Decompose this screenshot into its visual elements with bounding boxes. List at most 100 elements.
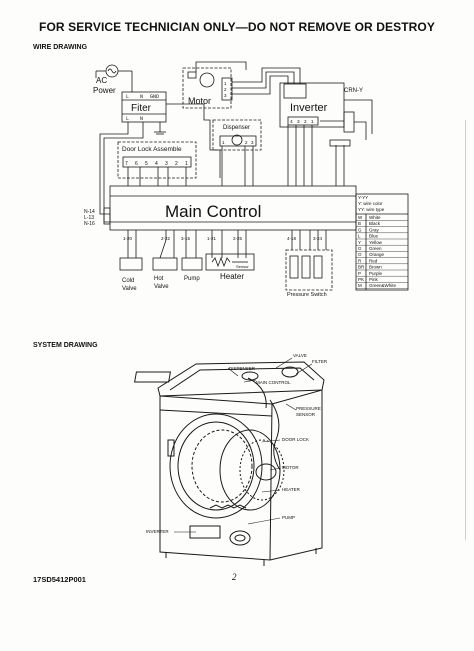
- door-lock-pin-6: 6: [135, 161, 138, 167]
- dispenser-pin-3: 3: [251, 140, 254, 145]
- bottom-tags: 1-20 2-22 3-15 1-21 2-25 4-18 3-24: [123, 236, 323, 241]
- sensor-label: Sensor: [236, 264, 249, 269]
- legend-color-8: Brown: [369, 265, 382, 270]
- legend-color-0: White: [369, 215, 381, 220]
- pressure-switch-block: Pressure Switch: [285, 249, 333, 298]
- legend-color-6: Orange: [369, 252, 385, 257]
- mc-left-tag-3: N-16: [84, 221, 95, 227]
- legend-color-1: Black: [369, 221, 381, 226]
- motor-pin-1: 1: [224, 81, 227, 86]
- legend-code-9: P: [358, 271, 361, 276]
- door-lock-block: Door Lock Assemble 7 6 5 4 3 2 1: [117, 141, 197, 179]
- cold-valve-label-2: Valve: [122, 286, 137, 292]
- legend-color-10: Pink: [369, 277, 379, 282]
- inverter-connector-label: CRN-Y: [344, 88, 363, 94]
- system-drawing-heading: SYSTEM DRAWING: [33, 342, 98, 349]
- cold-valve-block: Cold Valve: [119, 257, 143, 292]
- page-number: 2: [232, 572, 237, 582]
- bottom-tag-1: 1-20: [123, 236, 133, 241]
- filter-label: Fiter: [131, 103, 152, 114]
- door-lock-pin-7: 7: [125, 161, 128, 167]
- hot-valve-block: Hot Valve: [152, 257, 178, 290]
- callout-lines: [174, 357, 313, 533]
- legend-code-0: W: [358, 215, 363, 220]
- callout-dispenser: DISPENSER: [229, 366, 256, 371]
- legend-header-3: YY: wire type: [358, 207, 385, 212]
- dispenser-block: Dispenser 1 2 3: [212, 119, 262, 151]
- legend-color-9: Purple: [369, 271, 383, 276]
- callout-heater: HEATER: [282, 487, 301, 492]
- ac-power-label-1: AC: [96, 76, 107, 85]
- legend-header-2: Y: wire color: [358, 201, 383, 206]
- legend-color-4: Yellow: [369, 240, 383, 245]
- inverter-label: Inverter: [290, 102, 328, 114]
- bottom-tag-5: 2-25: [233, 236, 243, 241]
- inverter-block: Inverter CRN-Y 4 3 2 1: [279, 82, 363, 133]
- power-wires: [99, 103, 351, 223]
- mc-left-tag-2: L-13: [84, 215, 94, 221]
- filter-terminal-gnd: GND: [150, 94, 159, 100]
- door-lock-pin-2: 2: [175, 161, 178, 167]
- main-control-block: Main Control N-14 L-13 N-16: [84, 185, 357, 231]
- callout-pump: PUMP: [282, 515, 295, 520]
- bottom-tag-6: 4-18: [287, 236, 297, 241]
- filter-out-l: L: [126, 116, 129, 122]
- motor-pin-3: 3: [224, 93, 227, 98]
- legend-color-3: Blue: [369, 234, 379, 239]
- legend-code-10: PK: [358, 277, 364, 282]
- legend-code-7: R: [358, 258, 362, 263]
- callout-main-control: MAIN CONTROL: [256, 380, 291, 385]
- dispenser-label: Dispenser: [223, 125, 250, 131]
- heater-label: Heater: [220, 272, 244, 281]
- pump-label: Pump: [184, 276, 200, 282]
- legend-header-1: Y-YY: [358, 195, 368, 200]
- page-title: FOR SERVICE TECHNICIAN ONLY—DO NOT REMOV…: [39, 20, 435, 34]
- bottom-load-wires: [127, 230, 327, 259]
- inverter-term-4: 4: [290, 119, 293, 125]
- motor-label: Motor: [188, 96, 211, 106]
- legend-code-4: Y: [358, 240, 361, 245]
- bottom-tag-2: 2-22: [161, 236, 171, 241]
- legend-code-11: M: [358, 283, 362, 288]
- filter-out-n: N: [140, 116, 143, 122]
- legend-code-2: G: [358, 227, 362, 232]
- callout-labels: VALVE FILTER DISPENSER MAIN CONTROL PRES…: [146, 353, 328, 534]
- document-code: 17SD5412P001: [33, 575, 86, 584]
- bottom-tag-4: 1-21: [207, 236, 217, 241]
- hot-valve-label-1: Hot: [154, 276, 164, 282]
- inverter-term-1: 1: [311, 119, 314, 125]
- washer-cabinet: [134, 361, 325, 566]
- legend-color-2: Gray: [369, 227, 380, 232]
- callout-door-lock: DOOR LOCK: [282, 437, 309, 442]
- door-lock-pin-3: 3: [165, 161, 168, 167]
- main-control-label: Main Control: [165, 202, 261, 221]
- pump-block: Pump: [181, 257, 203, 282]
- filter-box: L N GND Fiter L N: [121, 91, 167, 135]
- legend-color-5: Green: [369, 246, 382, 251]
- motor-inverter-wires: [195, 61, 373, 140]
- callout-inverter: INVERTER: [146, 529, 169, 534]
- bottom-tag-3: 3-15: [181, 236, 191, 241]
- cold-valve-label-1: Cold: [122, 278, 134, 284]
- heater-block: Sensor Heater: [205, 253, 255, 281]
- mc-left-tag-1: N-14: [84, 209, 95, 215]
- ac-power-label-2: Power: [93, 86, 116, 95]
- inverter-term-3: 3: [297, 119, 300, 125]
- callout-pressure: PRESSURE: [296, 406, 321, 411]
- wire-drawing-heading: WIRE DRAWING: [33, 44, 88, 51]
- callout-filter: FILTER: [312, 359, 328, 364]
- dispenser-pin-1: 1: [222, 140, 225, 145]
- legend-code-8: BR: [358, 265, 365, 270]
- motor-block: Motor 1 2 3: [182, 67, 233, 109]
- filter-terminal-n: N: [140, 94, 143, 100]
- callout-motor: MOTOR: [282, 465, 299, 470]
- ac-power-source: AC Power: [93, 64, 133, 95]
- legend-code-6: O: [358, 252, 362, 257]
- hot-valve-label-2: Valve: [154, 284, 169, 290]
- legend-code-1: B: [358, 221, 361, 226]
- dispenser-pin-2: 2: [245, 140, 248, 145]
- door-lock-pin-5: 5: [145, 161, 148, 167]
